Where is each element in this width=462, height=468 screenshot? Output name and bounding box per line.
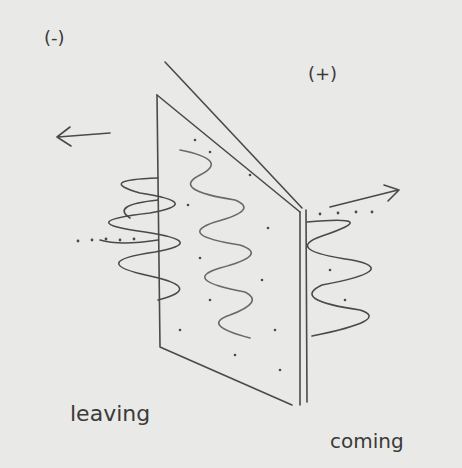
plane-top-edge — [157, 95, 300, 212]
dots — [77, 139, 374, 372]
handwritten-label: (-) — [44, 28, 65, 48]
inner-wave — [180, 150, 252, 338]
plane-top-double — [165, 62, 302, 208]
leaving-wave — [109, 178, 180, 300]
handwritten-label: leaving — [70, 402, 150, 426]
leaving-wave — [100, 200, 158, 243]
handwritten-label: coming — [330, 430, 404, 452]
plane-outline — [157, 95, 292, 405]
handwritten-label: (+) — [308, 64, 337, 84]
plane-right-edge — [299, 212, 301, 405]
right-arrow — [330, 185, 399, 207]
plane-right-double — [306, 210, 307, 402]
left-arrow — [57, 127, 110, 146]
coming-wave — [307, 220, 371, 336]
